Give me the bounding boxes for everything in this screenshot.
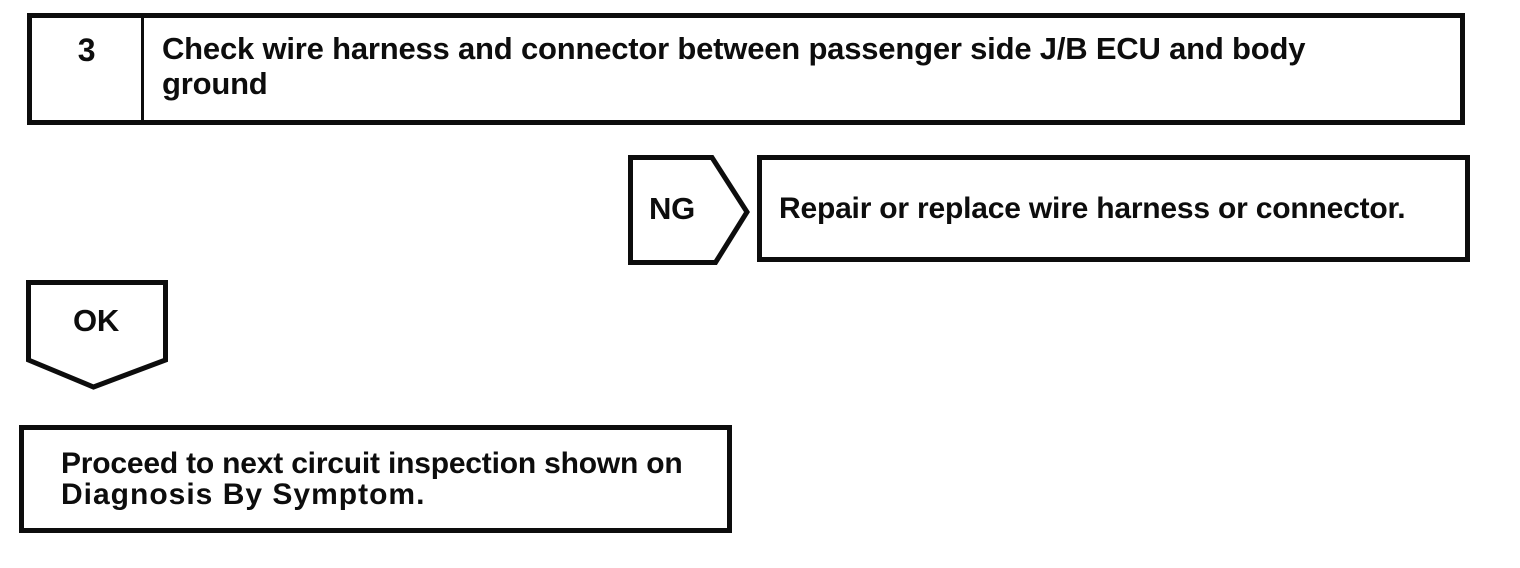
- ng-connector: NG: [628, 155, 750, 265]
- step-number: 3: [32, 18, 144, 120]
- ng-pentagon-icon: [628, 155, 750, 265]
- step-title: Check wire harness and connector between…: [144, 18, 1319, 120]
- step-box: 3 Check wire harness and connector betwe…: [27, 13, 1465, 125]
- step-title-line-2: ground: [162, 66, 268, 101]
- ok-result-line-2: Diagnosis By Symptom.: [61, 478, 426, 511]
- step-title-line-1: Check wire harness and connector between…: [162, 31, 1306, 66]
- ok-connector: OK: [26, 280, 168, 390]
- ng-result-box: Repair or replace wire harness or connec…: [757, 155, 1470, 262]
- ok-pentagon-icon: [26, 280, 168, 390]
- ok-result-line-1: Proceed to next circuit inspection shown…: [61, 447, 683, 480]
- ok-label: OK: [72, 303, 120, 338]
- ng-label: NG: [648, 191, 696, 226]
- ok-result-box: Proceed to next circuit inspection shown…: [19, 425, 732, 533]
- ng-result-text: Repair or replace wire harness or connec…: [779, 191, 1406, 225]
